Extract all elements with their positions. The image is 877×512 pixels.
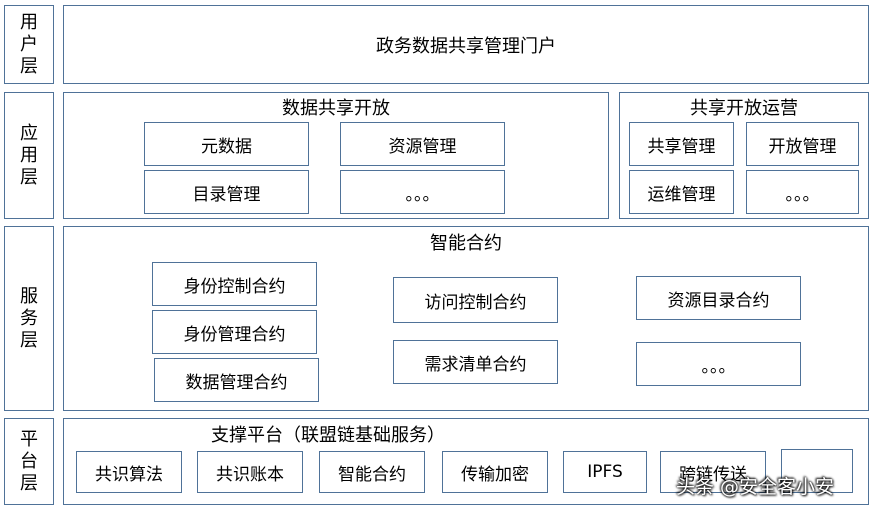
ops-maintenance-box <box>629 170 734 214</box>
cross-chain-transfer-box <box>660 451 766 493</box>
transmission-encryption-label: 传输加密 <box>461 464 529 485</box>
user-layer-label-box <box>4 5 54 84</box>
user-portal-box <box>63 5 869 84</box>
ops-maintenance-label: 运维管理 <box>647 184 716 205</box>
support-platform-title: 支撑平台（联盟链基础服务） <box>211 425 445 446</box>
platform-extra-box <box>781 449 853 493</box>
user-layer-label: 用户层 <box>20 11 38 77</box>
identity-management-contract-label: 身份管理合约 <box>183 324 286 345</box>
service-more-box <box>636 342 801 386</box>
smart-contract-title: 智能合约 <box>430 233 502 254</box>
open-management-label: 开放管理 <box>768 136 837 157</box>
application-layer-label-box <box>4 92 54 219</box>
watermark: 头条 @安全客小安 <box>676 476 835 498</box>
consensus-algorithm-label: 共识算法 <box>95 464 163 485</box>
data-sharing-more-label: 。。。 <box>405 184 440 205</box>
sharing-management-label: 共享管理 <box>647 136 716 157</box>
identity-control-contract-label: 身份控制合约 <box>183 276 286 297</box>
user-portal-label: 政务数据共享管理门户 <box>376 35 556 57</box>
sharing-management-box <box>629 122 734 166</box>
platform-layer-label: 平台层 <box>20 428 38 494</box>
resource-management-box <box>340 122 505 166</box>
identity-management-contract-box <box>152 310 317 354</box>
service-layer-label: 服务层 <box>20 285 38 351</box>
operations-title: 共享开放运营 <box>690 98 798 119</box>
cross-chain-transfer-label: 跨链传送 <box>679 464 747 485</box>
ipfs-box <box>563 451 647 493</box>
service-more-label: 。。。 <box>701 356 736 377</box>
data-sharing-title: 数据共享开放 <box>282 98 390 119</box>
resource-catalog-contract-box <box>636 276 801 320</box>
platform-smart-contract-box <box>319 451 425 493</box>
operations-more-label: 。。。 <box>785 184 820 205</box>
open-management-box <box>746 122 859 166</box>
identity-control-contract-box <box>152 262 317 306</box>
catalog-management-label: 目录管理 <box>192 184 261 205</box>
platform-layer-label-box <box>4 418 54 505</box>
catalog-management-box <box>144 170 309 214</box>
data-sharing-more-box <box>340 170 505 214</box>
resource-catalog-contract-label: 资源目录合约 <box>667 290 770 311</box>
operations-more-box <box>746 170 859 214</box>
access-control-contract-box <box>393 277 558 323</box>
application-layer-label: 应用层 <box>20 122 38 188</box>
metadata-box <box>144 122 309 166</box>
consensus-ledger-box <box>197 451 303 493</box>
requirement-list-contract-label: 需求清单合约 <box>424 354 527 375</box>
transmission-encryption-box <box>442 451 548 493</box>
consensus-ledger-label: 共识账本 <box>216 464 284 485</box>
metadata-label: 元数据 <box>201 136 252 157</box>
data-management-contract-box <box>154 358 319 402</box>
requirement-list-contract-box <box>393 340 558 384</box>
resource-management-label: 资源管理 <box>388 136 457 157</box>
data-management-contract-label: 数据管理合约 <box>185 372 288 393</box>
consensus-algorithm-box <box>76 451 182 493</box>
service-layer-label-box <box>4 226 54 411</box>
access-control-contract-label: 访问控制合约 <box>424 292 527 313</box>
platform-smart-contract-label: 智能合约 <box>338 464 406 485</box>
ipfs-label: IPFS <box>587 462 623 482</box>
